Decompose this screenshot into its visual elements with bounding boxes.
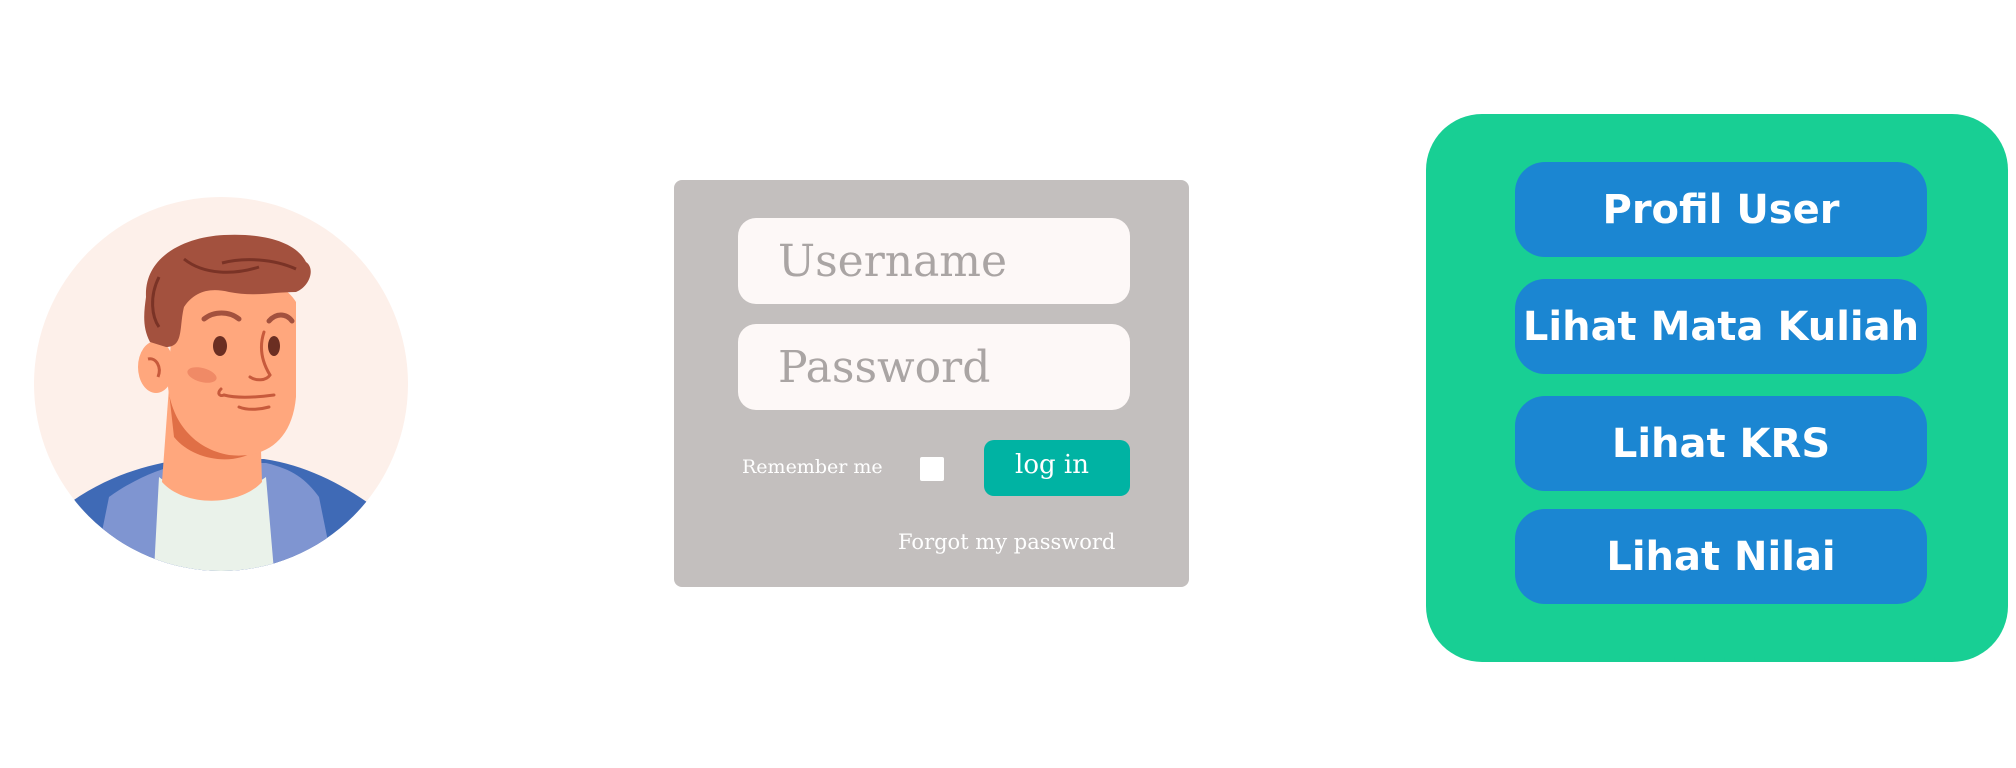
menu-panel: Profil User Lihat Mata Kuliah Lihat KRS … [1426, 114, 2008, 662]
lihat-mata-kuliah-button[interactable]: Lihat Mata Kuliah [1515, 279, 1927, 374]
login-button[interactable]: log in [984, 440, 1130, 496]
remember-me-checkbox[interactable] [920, 457, 944, 481]
user-avatar-icon [34, 197, 408, 571]
username-input[interactable] [738, 218, 1130, 304]
lihat-nilai-button[interactable]: Lihat Nilai [1515, 509, 1927, 604]
forgot-password-link[interactable]: Forgot my password [898, 530, 1116, 554]
login-panel: Remember me log in Forgot my password [674, 180, 1189, 587]
lihat-krs-button[interactable]: Lihat KRS [1515, 396, 1927, 491]
password-input[interactable] [738, 324, 1130, 410]
profil-user-button[interactable]: Profil User [1515, 162, 1927, 257]
remember-me-label: Remember me [742, 456, 883, 478]
